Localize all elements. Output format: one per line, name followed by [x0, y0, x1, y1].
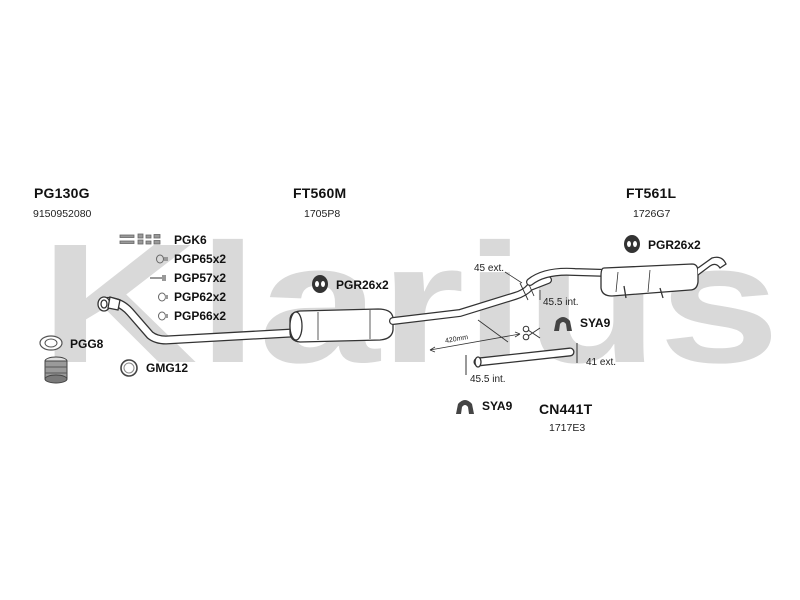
front-pipe-code: PG130G [34, 185, 90, 201]
fitting-kit-label: PGP57x2 [174, 271, 227, 285]
clamp-icon [158, 292, 168, 302]
middle-rear-pipe [389, 276, 552, 325]
rubber-hanger-label: PGR26x2 [648, 238, 701, 252]
front-pipe-number: 9150952080 [33, 208, 92, 220]
gasket-icon [39, 335, 63, 351]
fitting-kit-label: PGK6 [174, 233, 207, 247]
clamp-bracket-label: SYA9 [580, 316, 611, 330]
fitting-kit-label: PGP65x2 [174, 252, 227, 266]
dimension-label: 45.5 int. [470, 374, 506, 385]
bolt-set-icon [119, 233, 161, 245]
connector-pipe-code: CN441T [539, 401, 593, 417]
middle-silencer-number: 1705P8 [304, 208, 341, 220]
connector-pipe [465, 343, 578, 375]
fitting-kit-label: PGP62x2 [174, 290, 227, 304]
rubber-hanger-icon [624, 235, 640, 253]
fitting-kit-label: PGP66x2 [174, 309, 227, 323]
clamp-bracket-label: SYA9 [482, 399, 513, 413]
dimension-lines [429, 271, 541, 353]
bolt-icon [150, 275, 166, 281]
clamp-icon [158, 311, 168, 321]
rear-silencer-code: FT561L [626, 185, 677, 201]
clamp-bracket-icon [554, 317, 572, 331]
gasket-label: PGG8 [70, 337, 104, 351]
clamp-icon [156, 254, 168, 264]
scissors-icon [522, 325, 541, 341]
connector-pipe-number: 1717E3 [549, 422, 586, 434]
ring-icon [120, 359, 138, 377]
ring-label: GMG12 [146, 361, 189, 375]
watermark-text: Klarius [40, 209, 780, 399]
middle-silencer-code: FT560M [293, 185, 347, 201]
rear-silencer-number: 1726G7 [633, 208, 671, 220]
front-pipe [97, 296, 297, 345]
dimension-label: 45 ext. [474, 263, 505, 274]
rubber-mount-icon [44, 356, 68, 384]
dimension-label: 41 ext. [586, 357, 617, 368]
clamp-bracket-icon [456, 400, 474, 414]
middle-silencer [289, 308, 394, 343]
rear-silencer [526, 256, 727, 299]
rubber-hanger-label: PGR26x2 [336, 278, 389, 292]
rubber-hanger-icon [312, 275, 328, 293]
dimension-label: 45.5 int. [543, 297, 579, 308]
